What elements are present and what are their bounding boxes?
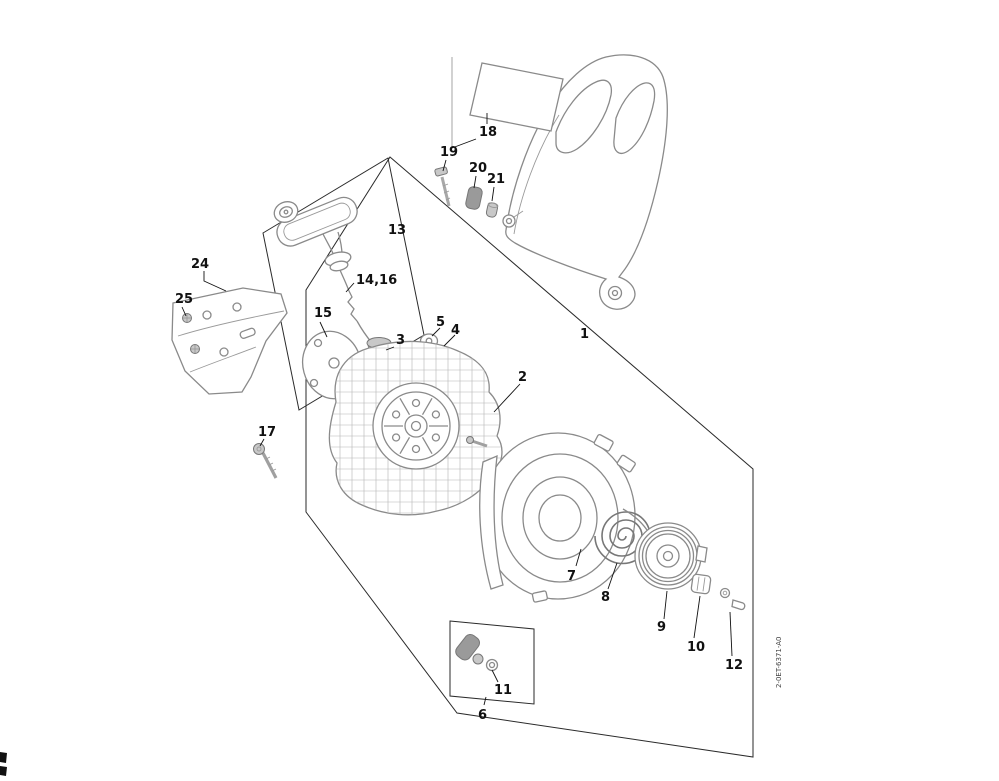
part-label-8: 8 (601, 590, 610, 605)
part-label-2: 2 (518, 370, 527, 385)
assembly-outline-1 (305, 156, 754, 758)
part-label-5: 5 (436, 315, 445, 330)
part-label-9: 9 (657, 620, 666, 635)
part-label-18: 18 (479, 125, 497, 140)
part-label-21: 21 (487, 172, 505, 187)
side-plate-24 (171, 287, 288, 395)
screw-19 (434, 166, 451, 207)
part-label-24: 24 (191, 257, 209, 272)
part-label-13: 13 (388, 223, 406, 238)
part-label-20: 20 (469, 161, 487, 176)
part-label-11: 11 (494, 683, 512, 698)
clip-12 (719, 587, 746, 611)
part-label-3: 3 (396, 333, 405, 348)
part-label-10: 10 (687, 640, 705, 655)
plug-assembly-box (449, 620, 535, 705)
screw-25b (190, 344, 200, 354)
callout-box (451, 57, 564, 149)
plug-6 (455, 633, 484, 665)
washer-11 (485, 658, 499, 672)
part-label-6: 6 (478, 708, 487, 723)
starter-cover-7 (479, 432, 636, 603)
part-label-7: 7 (567, 569, 576, 584)
part-label-15: 15 (314, 306, 332, 321)
edge-mark (0, 752, 7, 776)
part-label-19: 19 (440, 145, 458, 160)
part-label-4: 4 (451, 323, 460, 338)
screw-17 (253, 443, 278, 479)
part-label-25: 25 (175, 292, 193, 307)
bushing-21 (485, 202, 499, 218)
part-label-1: 1 (580, 327, 589, 342)
starter-grip (273, 196, 358, 272)
part-label-12: 12 (725, 658, 743, 673)
part-label-17: 17 (258, 425, 276, 440)
leader-lines (181, 113, 733, 706)
pawl-10 (690, 573, 712, 595)
sleeve-20 (465, 186, 483, 210)
part-label-14-16: 14,16 (356, 273, 397, 288)
screw-25a (182, 313, 192, 323)
fan-housing-2 (328, 340, 503, 516)
drawing-code: 2-0ET-6371-A0 (775, 637, 783, 688)
rope-rotor-9 (622, 508, 708, 590)
